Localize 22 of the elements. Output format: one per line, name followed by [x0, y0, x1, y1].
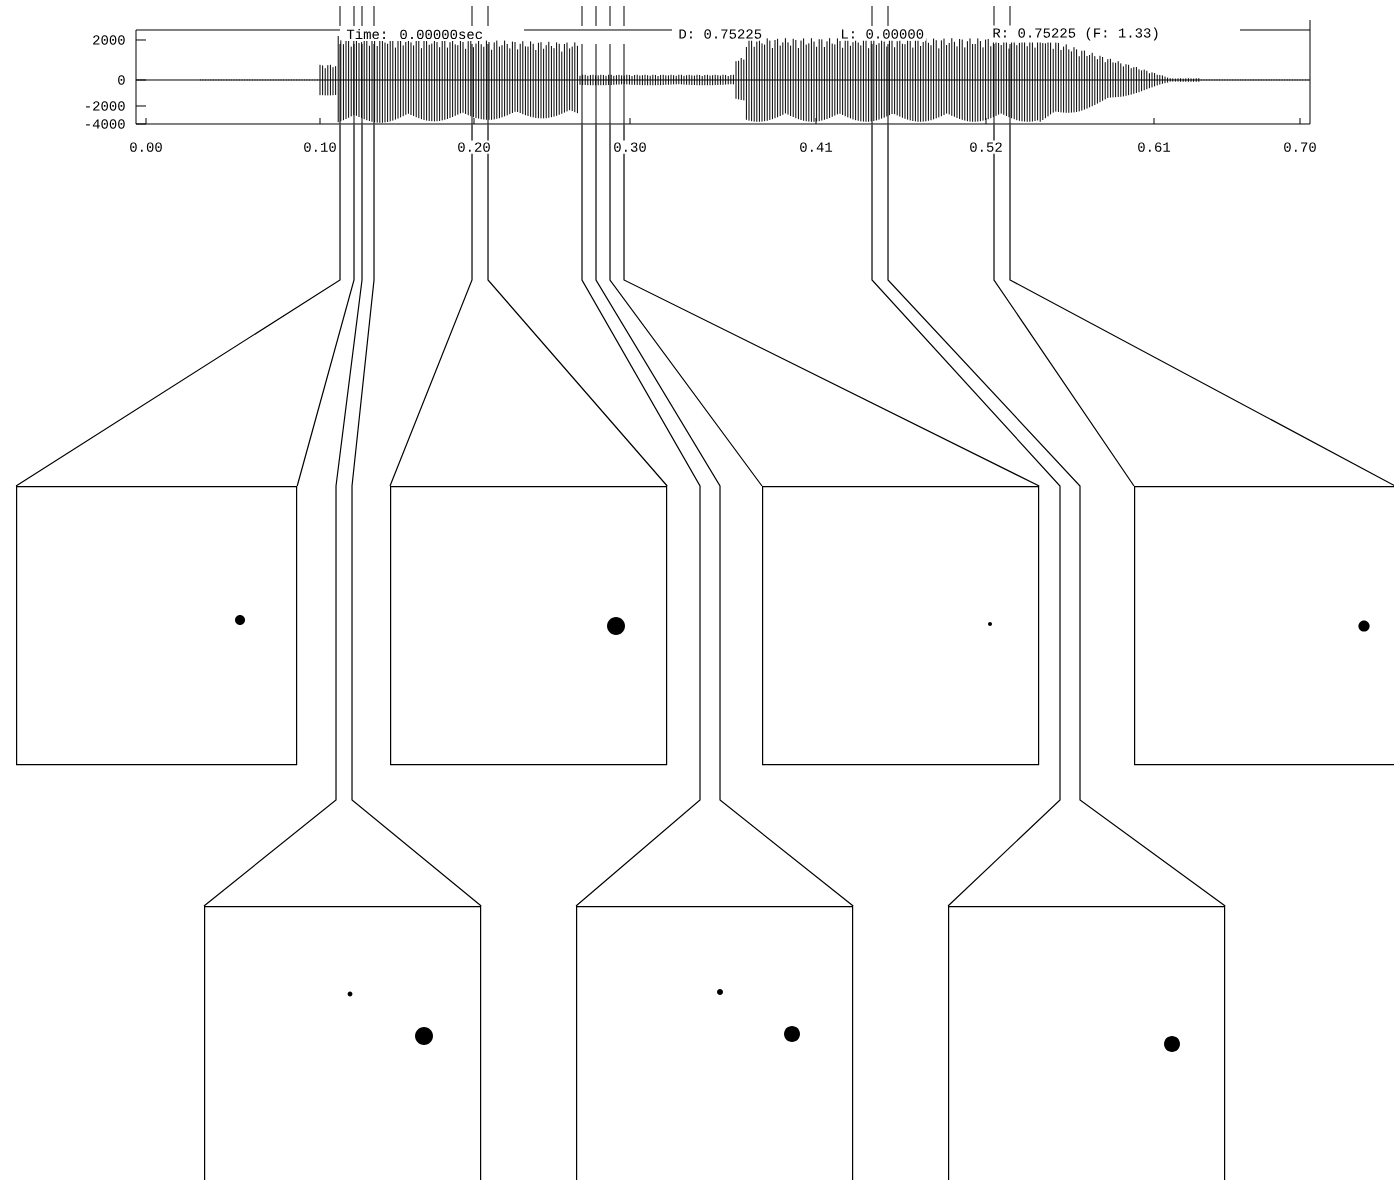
spectrogram-panel [390, 486, 668, 766]
spectrogram-panel [762, 486, 1040, 766]
zoom-line [609, 123, 763, 487]
spectrogram-panel [16, 486, 298, 766]
zoom-line [15, 123, 341, 487]
spectrogram-panel [204, 906, 482, 1180]
zoom-line [1009, 123, 1394, 487]
zoom-line [887, 123, 1226, 907]
spectrogram-panel [1134, 486, 1394, 766]
zoom-line [871, 123, 1061, 907]
zoom-line [623, 123, 1040, 487]
zoom-line [203, 123, 363, 907]
zoom-line [389, 123, 473, 487]
waveform-drawing [135, 5, 1311, 125]
zoom-line [595, 123, 854, 907]
zoom-line [487, 123, 668, 487]
zoom-line [993, 123, 1135, 487]
zoom-line [575, 123, 701, 907]
spectrogram-panel [576, 906, 854, 1180]
zoom-line [296, 123, 355, 487]
zoom-line [351, 123, 482, 907]
spectrogram-panel [948, 906, 1226, 1180]
